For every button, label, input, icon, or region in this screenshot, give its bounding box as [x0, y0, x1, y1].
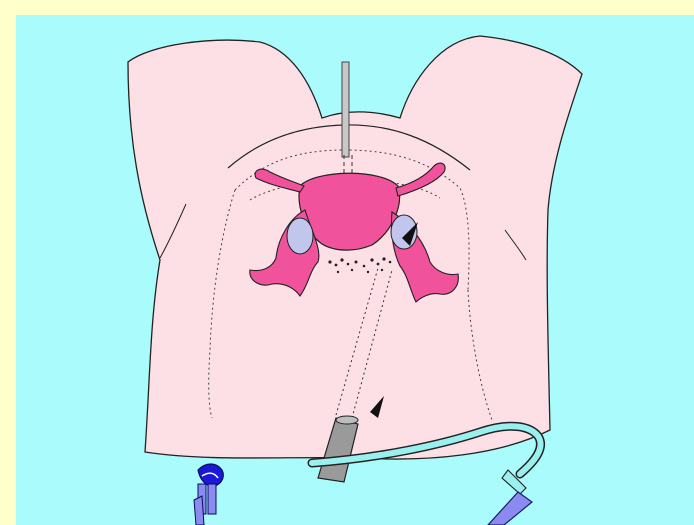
laparoscopy-illustration [16, 15, 694, 525]
left-ovary [287, 218, 313, 254]
illustration-panel [16, 15, 694, 525]
trocar-top [336, 416, 358, 424]
uterine-manipulator-rod [342, 62, 349, 157]
